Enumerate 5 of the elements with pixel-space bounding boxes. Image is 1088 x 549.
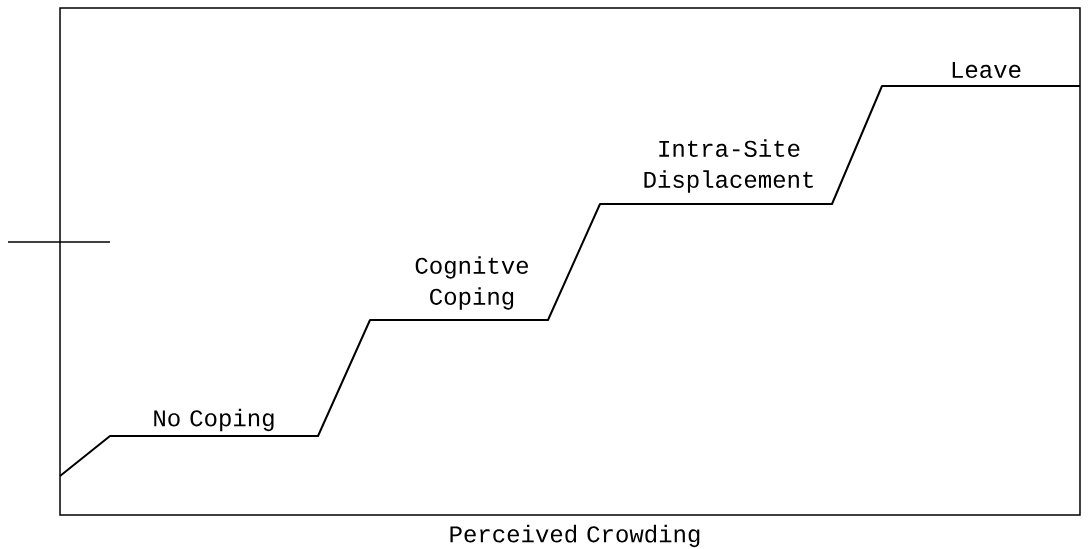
stage-label: Leave: [952, 61, 1021, 78]
stage-label: No Coping: [154, 408, 274, 432]
axis-label: Perceived Crowding: [450, 524, 700, 548]
stage-label: Intra-Site Displacement: [644, 139, 813, 193]
stage-label: Cognitve Coping: [415, 256, 528, 310]
